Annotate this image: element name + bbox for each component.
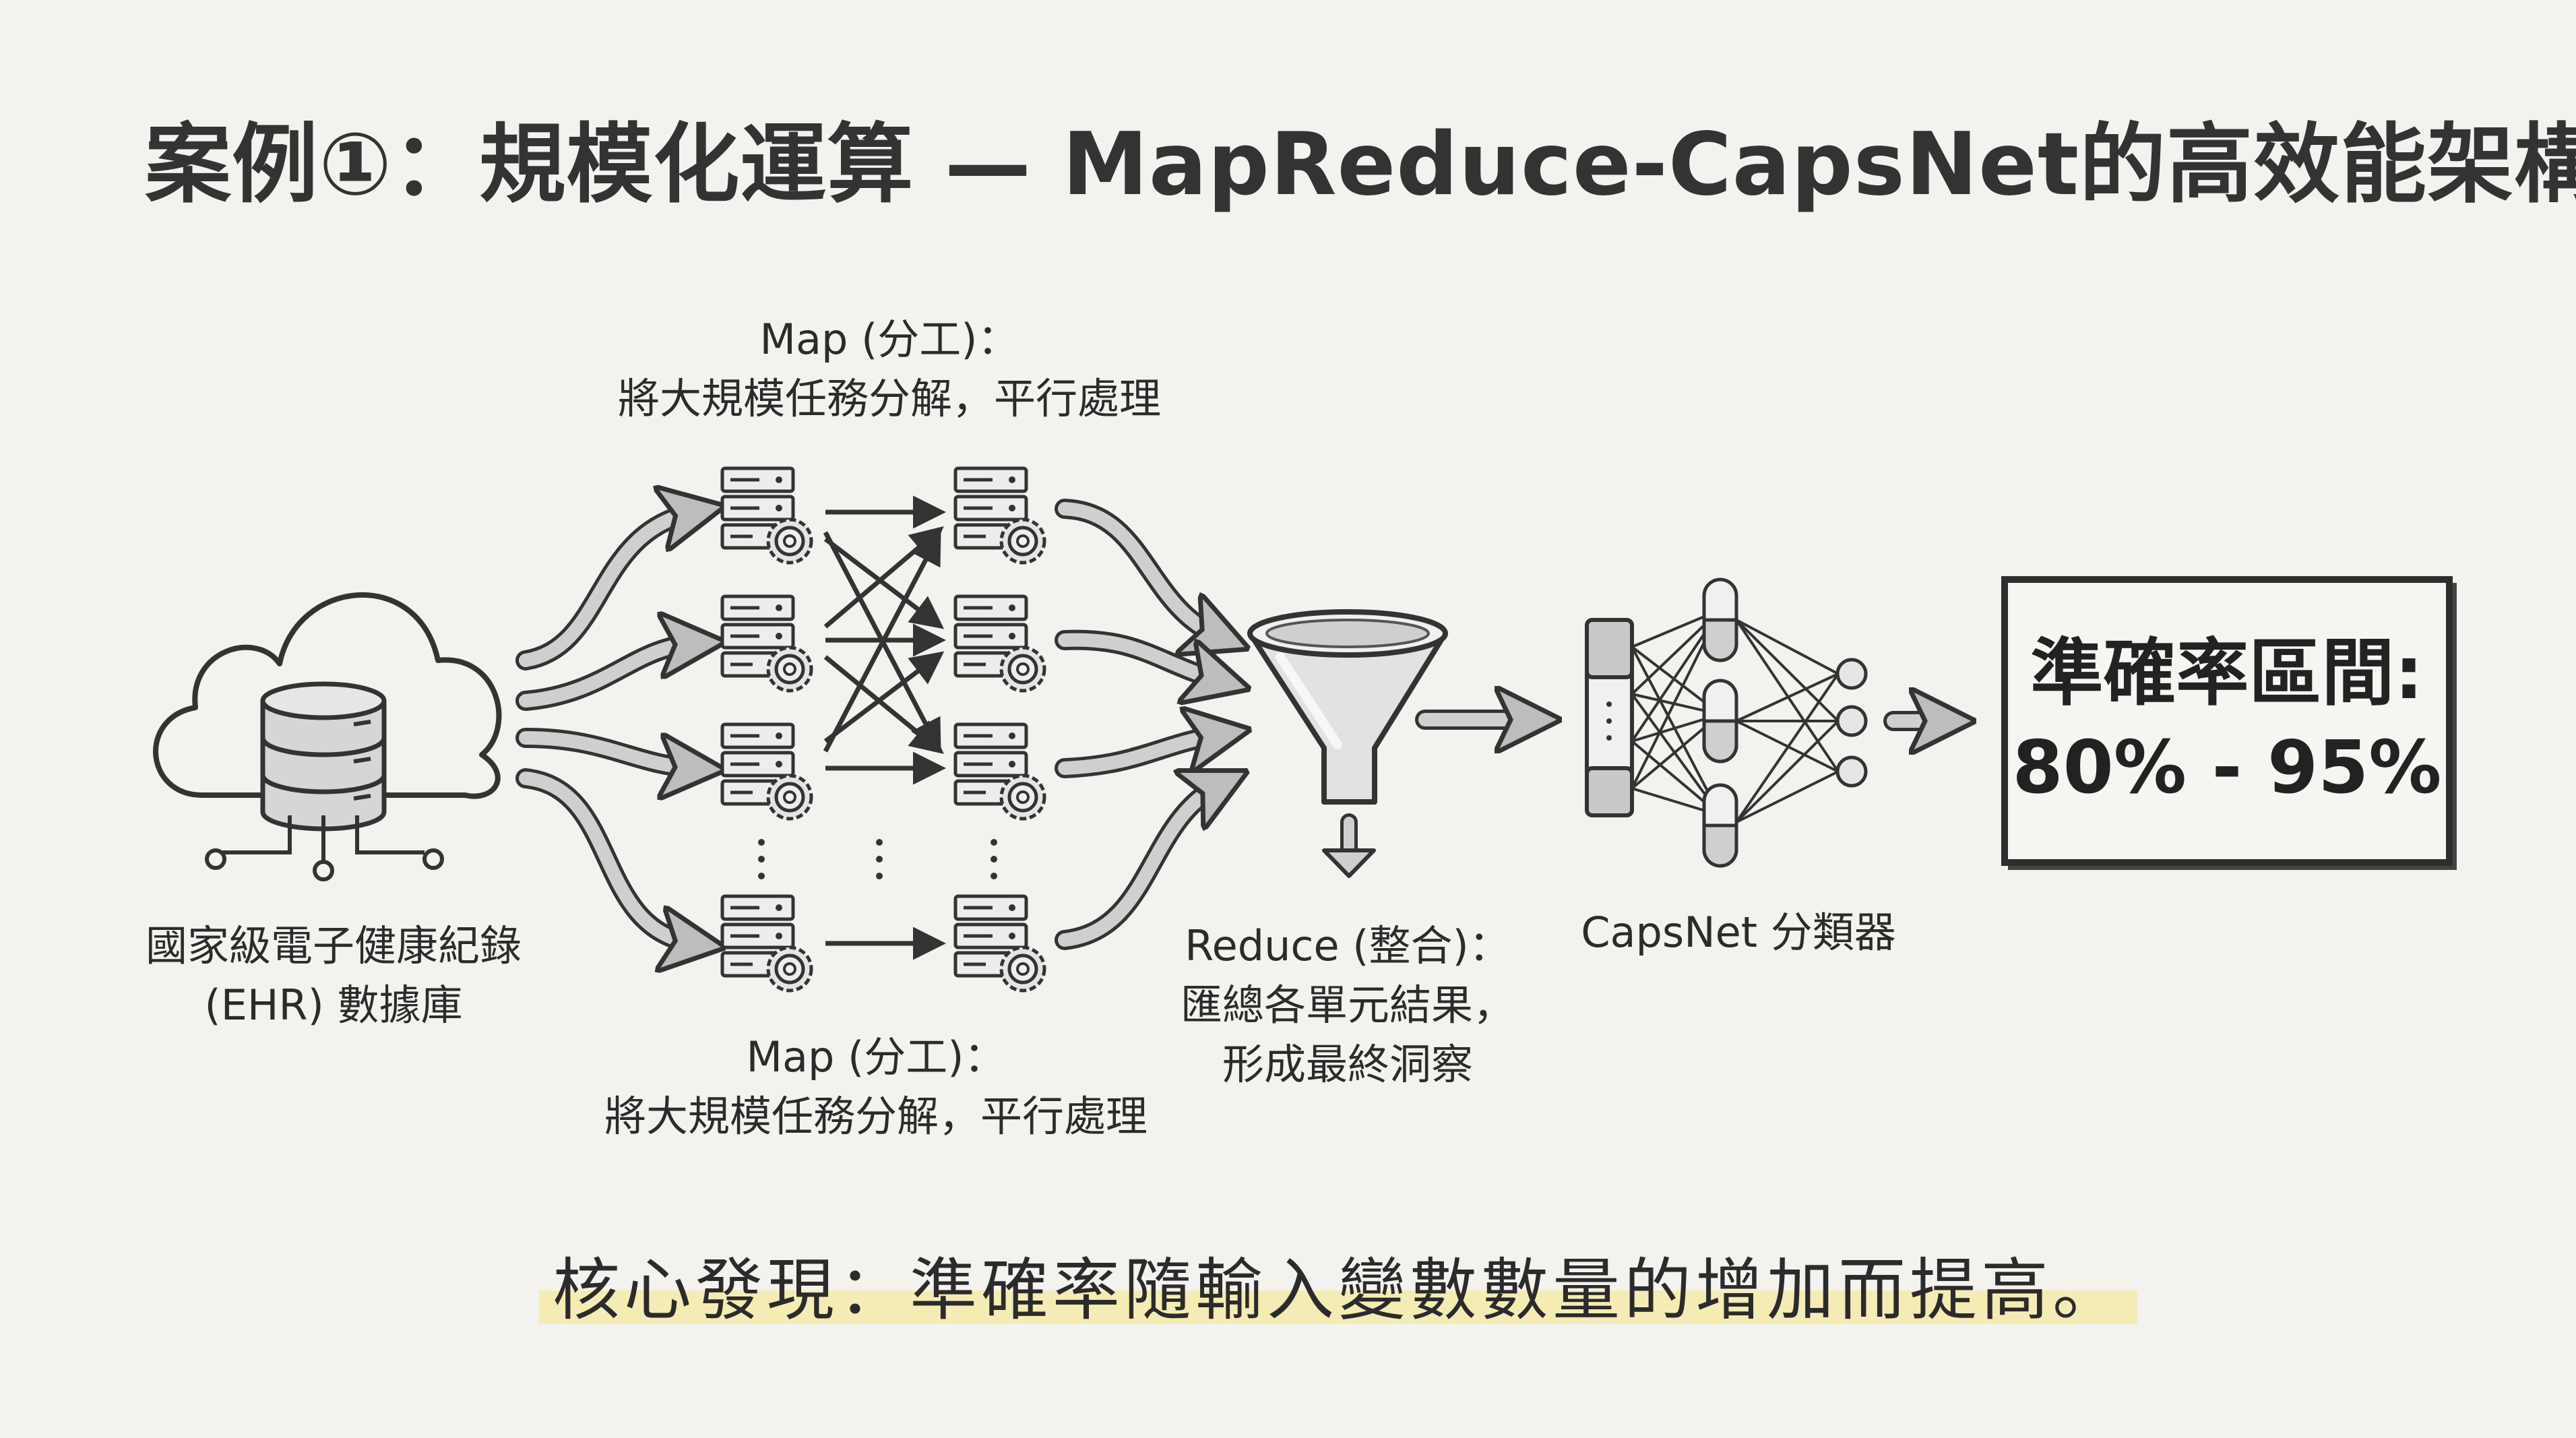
map-label-top-line1: Map (分工)：: [759, 315, 1019, 364]
map-label-top: Map (分工)： 將大規模任務分解，平行處理: [553, 310, 1226, 429]
map-label-top-line2: 將大規模任務分解，平行處理: [617, 374, 1161, 423]
database-label-line2: (EHR) 數據庫: [204, 980, 463, 1030]
shuffle-arrows: [823, 495, 946, 960]
server-icon: [955, 724, 1044, 819]
server-icon: [955, 468, 1044, 563]
reduce-label-line3: 形成最終洞察: [1222, 1040, 1473, 1089]
server-icon: [955, 896, 1044, 991]
fan-out-arrows: [515, 512, 694, 943]
map-label-bottom-line2: 將大規模任務分解，平行處理: [604, 1092, 1148, 1141]
reduce-label-line1: Reduce (整合)：: [1185, 921, 1511, 970]
reduce-label-line2: 匯總各單元結果，: [1180, 980, 1515, 1030]
capsnet-label: CapsNet 分類器: [1581, 908, 1896, 957]
fan-in-arrows: [1055, 499, 1220, 950]
map-workers-column-1: [722, 468, 811, 991]
server-icon: [955, 596, 1044, 691]
server-icon: [722, 468, 811, 563]
accuracy-title: 準確率區間:: [2030, 631, 2424, 716]
server-icon: [722, 596, 811, 691]
capsule-icon: [1704, 785, 1736, 866]
cloud-database-icon: [153, 592, 502, 881]
accuracy-value: 80% - 95%: [2012, 726, 2442, 810]
database-label-line1: 國家級電子健康紀錄: [145, 921, 522, 970]
server-icon: [722, 724, 811, 819]
funnel-icon: [1247, 609, 1448, 878]
key-finding: 核心發現：準確率隨輸入變數數量的增加而提高。: [539, 1247, 2137, 1334]
neural-network-icon: [1585, 580, 1868, 866]
map-label-bottom: Map (分工)： 將大規模任務分解，平行處理: [539, 1028, 1213, 1146]
map-label-bottom-line1: Map (分工)：: [746, 1032, 1006, 1082]
ellipsis-dots: [876, 839, 883, 879]
database-label: 國家級電子健康紀錄 (EHR) 數據庫: [108, 916, 559, 1035]
capsule-icon: [1704, 681, 1736, 761]
capsule-icon: [1704, 580, 1736, 660]
server-icon: [722, 896, 811, 991]
accuracy-result-box: 準確率區間: 80% - 95%: [2001, 576, 2453, 866]
page-title: 案例①：規模化運算 — MapReduce-CapsNet的高效能架構: [145, 115, 2576, 215]
reduce-label: Reduce (整合)： 匯總各單元結果， 形成最終洞察: [1145, 916, 1550, 1094]
map-workers-column-2: [955, 468, 1044, 991]
